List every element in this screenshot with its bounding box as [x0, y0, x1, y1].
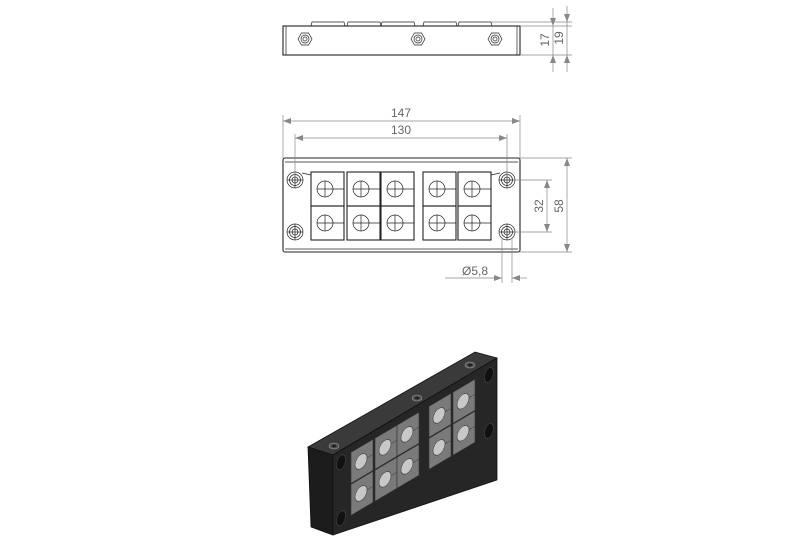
top-view-nuts — [297, 32, 503, 46]
iso-mounting-hole — [336, 510, 346, 527]
iso-insert-cell — [350, 470, 374, 516]
top-module — [310, 21, 346, 27]
insert-cell — [457, 171, 492, 207]
nut-icon — [297, 32, 313, 46]
top-module — [346, 21, 382, 27]
dimension-130: 130 — [294, 123, 508, 178]
top-view: 17 19 — [282, 6, 572, 72]
dimension-32-label: 32 — [532, 199, 546, 213]
dimension-hole-diameter-label: Ø5,8 — [462, 264, 488, 278]
iso-side-face — [307, 446, 334, 536]
iso-insert-cell — [452, 378, 476, 424]
dimension-147: 147 — [282, 106, 521, 158]
top-module — [457, 21, 493, 27]
top-module — [380, 21, 416, 27]
screw-icon — [464, 361, 476, 369]
iso-insert-cell — [452, 410, 476, 456]
mounting-hole-icon — [498, 223, 516, 241]
top-view-body — [282, 25, 521, 56]
iso-insert-cell — [350, 438, 374, 484]
insert-cell — [380, 171, 415, 207]
top-module — [422, 21, 458, 27]
nut-icon — [410, 32, 426, 46]
iso-mounting-hole — [484, 423, 494, 439]
insert-cell — [310, 205, 345, 241]
iso-insert-cells — [336, 367, 494, 527]
front-view-insert-cells — [310, 171, 492, 241]
nut-icon — [487, 32, 503, 46]
iso-insert-cell — [428, 392, 452, 438]
insert-cell — [457, 205, 492, 241]
dimension-19: 19 — [552, 6, 570, 72]
dimension-17-label: 17 — [538, 33, 552, 47]
iso-mounting-hole — [336, 454, 346, 471]
front-view: 147 130 32 58 Ø5,8 — [282, 106, 572, 283]
screw-icon — [411, 394, 423, 402]
insert-cell — [310, 171, 345, 207]
dimension-32: 32 — [513, 179, 552, 233]
isometric-view — [307, 351, 499, 536]
screw-icon — [328, 442, 340, 450]
top-view-insert-modules — [310, 21, 493, 27]
insert-cell — [346, 171, 381, 207]
dimension-147-label: 147 — [391, 106, 411, 120]
iso-insert-cell — [374, 424, 398, 470]
insert-cell — [422, 205, 457, 241]
iso-screws — [328, 361, 476, 450]
iso-insert-cell — [396, 443, 420, 489]
iso-mounting-hole — [484, 367, 494, 383]
dimension-58: 58 — [520, 157, 572, 253]
iso-insert-cell — [374, 456, 398, 502]
insert-cell — [422, 171, 457, 207]
iso-insert-cell — [396, 411, 420, 457]
front-view-body — [282, 157, 521, 253]
mounting-hole-icon — [286, 223, 304, 241]
dimension-hole-diameter: Ø5,8 — [445, 238, 527, 283]
dimension-130-label: 130 — [391, 123, 411, 137]
insert-cell — [346, 205, 381, 241]
insert-cell — [380, 205, 415, 241]
dimension-58-label: 58 — [552, 199, 566, 213]
dimension-19-label: 19 — [552, 31, 566, 45]
dimension-17: 17 — [491, 8, 572, 72]
iso-insert-cell — [428, 424, 452, 470]
